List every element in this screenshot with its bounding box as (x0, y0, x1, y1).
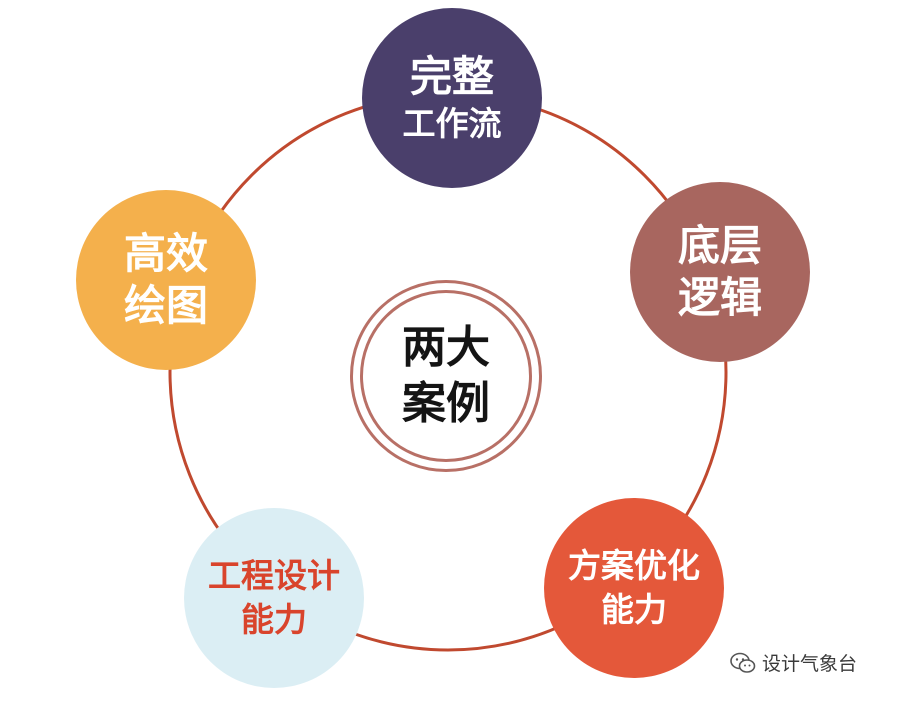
center-line2: 案例 (402, 378, 490, 429)
watermark-text: 设计气象台 (762, 653, 858, 675)
node-line1: 高效 (123, 229, 208, 278)
center-outer-ring (350, 280, 542, 472)
node-line2: 工作流 (402, 104, 502, 143)
node-line1: 完整 (409, 52, 494, 101)
node-line2: 能力 (601, 590, 667, 629)
watermark: 设计气象台 (730, 649, 857, 676)
node-efficient-drawing: 高效 绘图 (76, 190, 256, 370)
node-complete-workflow: 完整 工作流 (362, 8, 542, 188)
wechat-icon (730, 652, 756, 673)
node-underlying-logic: 底层 逻辑 (630, 182, 810, 362)
center-hub: 两大 案例 (360, 290, 532, 462)
node-engineering-design: 工程设计 能力 (184, 508, 364, 688)
center-line1: 两大 (402, 322, 490, 373)
node-line2: 逻辑 (677, 273, 762, 322)
node-line2: 绘图 (123, 281, 208, 330)
node-optimization: 方案优化 能力 (544, 498, 724, 678)
node-line2: 能力 (241, 600, 307, 639)
node-line1: 方案优化 (568, 546, 700, 585)
node-line1: 底层 (677, 221, 762, 270)
node-line1: 工程设计 (208, 556, 340, 595)
